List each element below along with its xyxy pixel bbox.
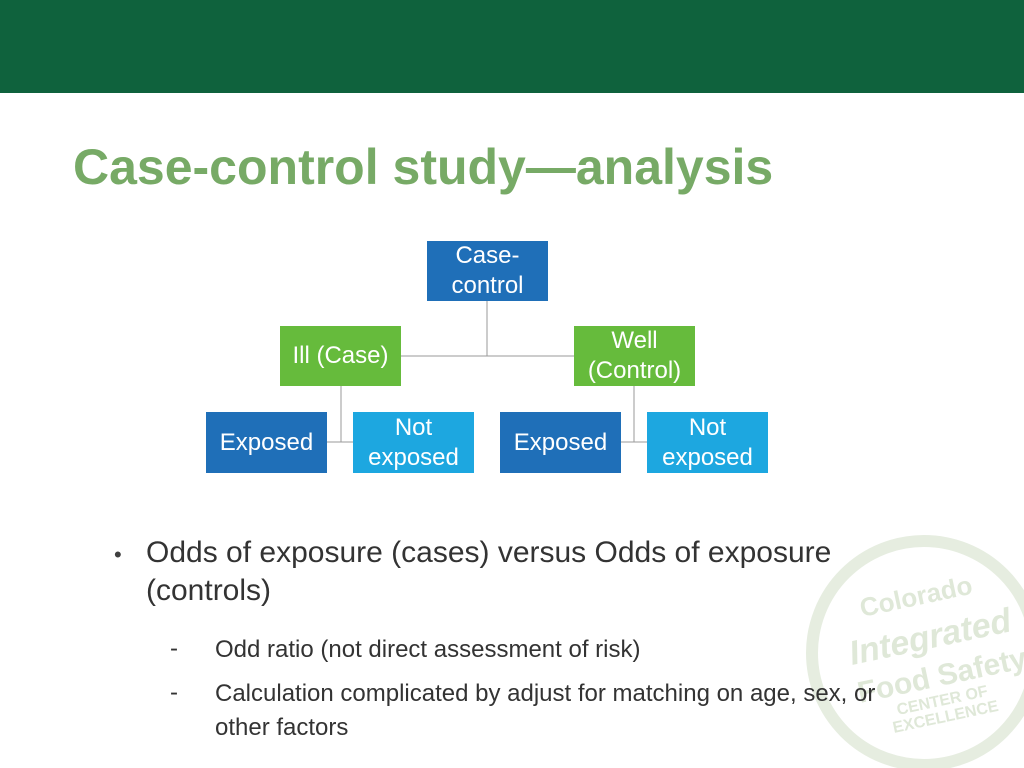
case-control-node: Case- control xyxy=(427,241,548,301)
control-exposed-node: Exposed xyxy=(500,412,621,473)
case-exposed-label: Exposed xyxy=(219,428,314,456)
colorado-food-safety-seal-logo: Colorado Integrated Food Safety CENTER O… xyxy=(806,535,1024,768)
well-control-label: Well (Control) xyxy=(587,327,682,384)
odds-bullet-text: Odds of exposure (cases) versus Odds of … xyxy=(146,536,832,607)
case-not-exposed-label: Not exposed xyxy=(368,413,459,471)
case-not-exposed-node: Not exposed xyxy=(353,412,474,473)
ill-case-node: Ill (Case) xyxy=(280,326,401,386)
case-control-label: Case- control xyxy=(451,242,524,299)
sub-item-calculation: Calculation complicated by adjust for ma… xyxy=(215,680,876,741)
control-not-exposed-label: Not exposed xyxy=(662,413,753,471)
sub-item-marker-2: - xyxy=(170,679,178,706)
header-bar xyxy=(0,0,1024,93)
control-exposed-label: Exposed xyxy=(513,428,608,456)
sub-item-marker-1: - xyxy=(170,635,178,662)
bullet-marker: • xyxy=(114,542,122,567)
slide-title: Case-control study—analysis xyxy=(73,139,774,195)
ill-case-label: Ill (Case) xyxy=(292,342,389,369)
well-control-node: Well (Control) xyxy=(574,326,695,386)
case-exposed-node: Exposed xyxy=(206,412,327,473)
control-not-exposed-node: Not exposed xyxy=(647,412,768,473)
sub-item-odds-ratio: Odd ratio (not direct assessment of risk… xyxy=(215,636,641,663)
